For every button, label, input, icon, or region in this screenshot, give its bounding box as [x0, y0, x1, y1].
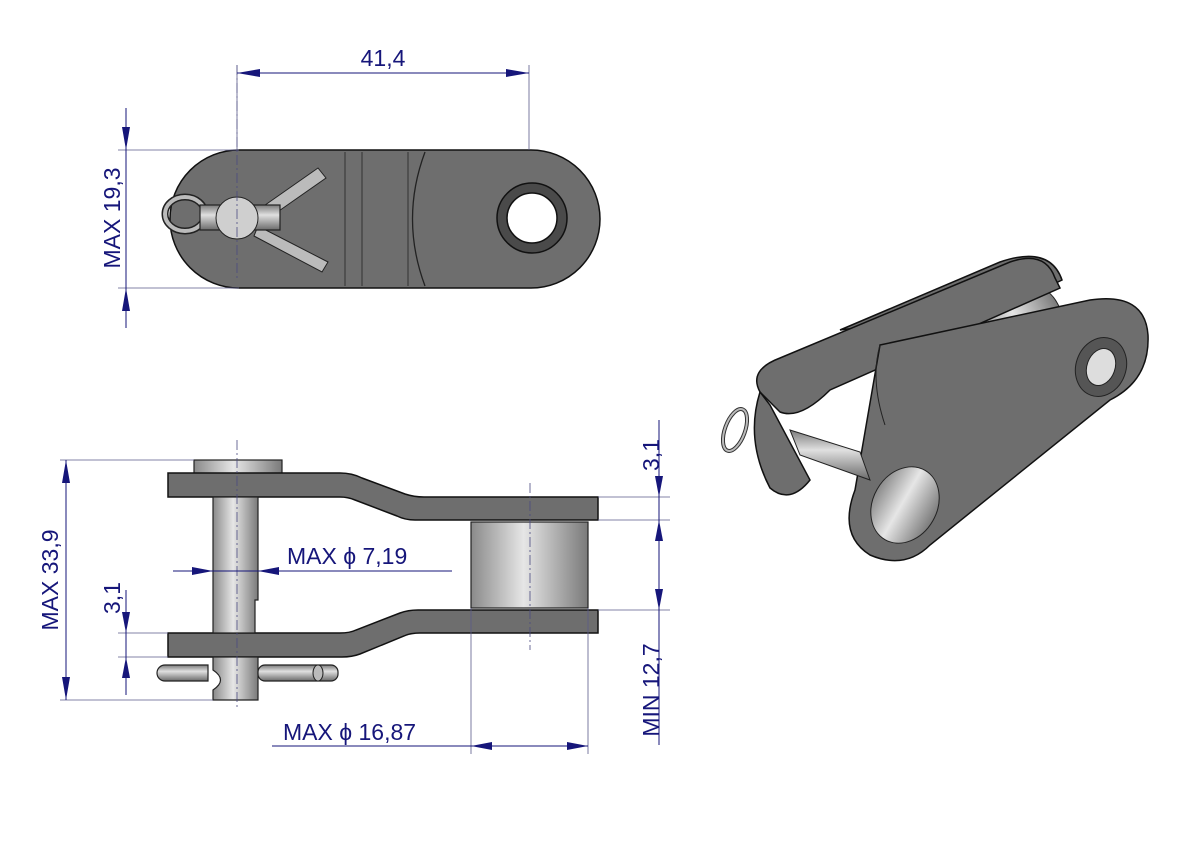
dim-overall-width: MAX 33,9	[37, 530, 63, 631]
dim-roller-diameter: MAX ϕ 16,87	[283, 719, 416, 745]
pin-head	[193, 459, 283, 475]
pin	[212, 496, 259, 634]
dim-plate-height: MAX 19,3	[99, 168, 125, 269]
dim-plate-thickness-left: 3,1	[99, 582, 125, 614]
dim-inner-width: MIN 12,7	[638, 643, 664, 736]
cotter-pin-side	[156, 664, 339, 682]
link-plate-top-view	[169, 149, 601, 289]
roller	[470, 521, 589, 609]
isometric-view	[720, 255, 1149, 562]
outer-plate-lower	[167, 609, 599, 658]
dim-plate-thickness-top: 3,1	[638, 439, 664, 471]
dim-pitch: 41,4	[361, 45, 406, 71]
side-view: MAX 33,9 3,1 3,1 MIN 12,7 MAX ϕ 7,19 MAX…	[37, 420, 670, 754]
dim-pin-diameter: MAX ϕ 7,19	[287, 543, 407, 569]
top-view: 41,4 MAX 19,3	[99, 45, 601, 328]
cotter-pin-top	[161, 167, 329, 273]
